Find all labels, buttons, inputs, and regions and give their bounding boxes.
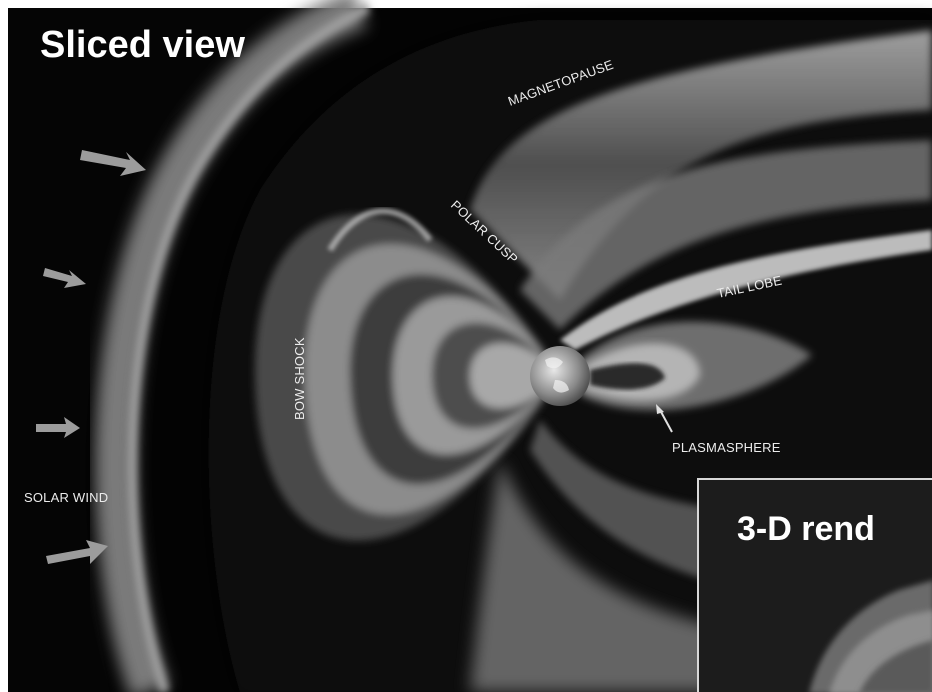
arrow-icon (46, 540, 108, 564)
inset-title: 3-D rend (737, 510, 875, 548)
earth (530, 346, 590, 406)
inset-3d-illustration (809, 580, 932, 692)
arrow-icon (43, 268, 86, 288)
arrow-icon (36, 417, 80, 438)
tail-lobe-line (560, 230, 932, 350)
solar-wind-arrows (36, 150, 146, 564)
dayside-field-shells (254, 214, 560, 541)
page-title: Sliced view (40, 24, 245, 66)
arrow-icon (80, 150, 146, 176)
plasmasphere-label: PLASMASPHERE (672, 440, 781, 455)
bow-shock-label: BOW SHOCK (292, 337, 307, 420)
solar-wind-label: SOLAR WIND (24, 490, 108, 505)
bow-shock-arc (94, 0, 368, 692)
inset-panel-3d-render: 3-D rend (697, 478, 932, 692)
